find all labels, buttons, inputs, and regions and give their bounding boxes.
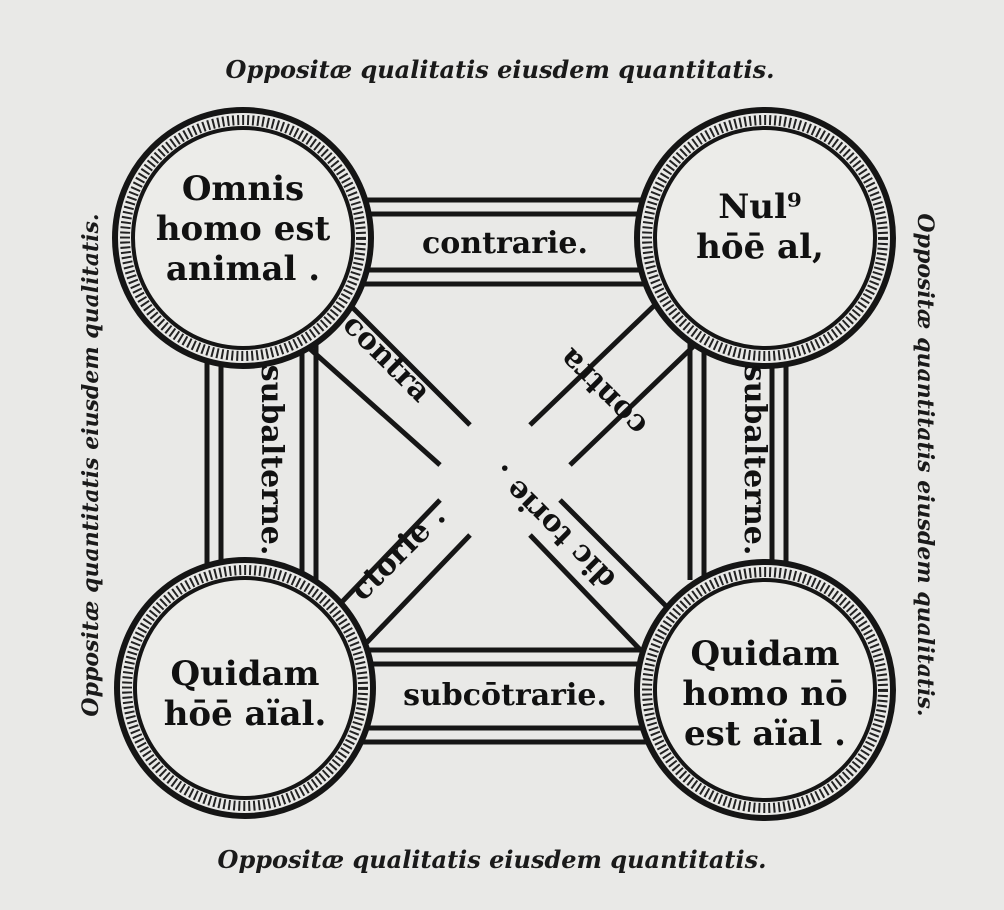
caption-top: Oppositæ qualitatis eiusdem quantitatis. <box>226 55 775 84</box>
svg-text:homo est: homo est <box>156 209 331 249</box>
circle-bottom-left <box>114 557 376 819</box>
caption-right: Oppositæ quantitatis eiusdem qualitatis. <box>912 213 938 716</box>
relation-contrarie: contrarie. <box>422 226 588 261</box>
circle-bottom-right <box>634 559 896 821</box>
proposition-E: Nul⁹ hōē al, <box>696 187 824 267</box>
relation-contradictorie-1b: ctorie . <box>344 499 453 608</box>
proposition-I: Quidam hōē aïal. <box>164 654 327 734</box>
relation-subalterne-right: subalterne. <box>737 365 772 556</box>
svg-text:Nul⁹: Nul⁹ <box>718 187 802 227</box>
caption-left: Oppositæ quantitatis eiusdem qualitatis. <box>78 213 104 716</box>
svg-text:Omnis: Omnis <box>182 169 304 209</box>
svg-text:hōē aïal.: hōē aïal. <box>164 694 327 734</box>
relation-subalterne-left: subalterne. <box>254 365 289 556</box>
proposition-A: Omnis homo est animal . <box>156 169 331 289</box>
proposition-O: Quidam homo nō est aïal . <box>682 634 847 754</box>
relation-contradictorie-1a: contra <box>336 307 438 409</box>
svg-text:animal .: animal . <box>166 249 320 289</box>
svg-text:Quidam: Quidam <box>690 634 839 674</box>
caption-bottom: Oppositæ qualitatis eiusdem quantitatis. <box>218 845 767 874</box>
svg-text:est aïal .: est aïal . <box>684 714 846 754</box>
circle-top-right <box>634 107 896 369</box>
svg-text:hōē al,: hōē al, <box>696 227 824 267</box>
relation-contradictorie-2b: dic torie . <box>484 457 623 596</box>
svg-text:homo nō: homo nō <box>682 674 847 714</box>
svg-text:Quidam: Quidam <box>170 654 319 694</box>
circle-top-left <box>112 107 374 369</box>
relation-subcontrarie: subcōtrarie. <box>403 678 607 713</box>
